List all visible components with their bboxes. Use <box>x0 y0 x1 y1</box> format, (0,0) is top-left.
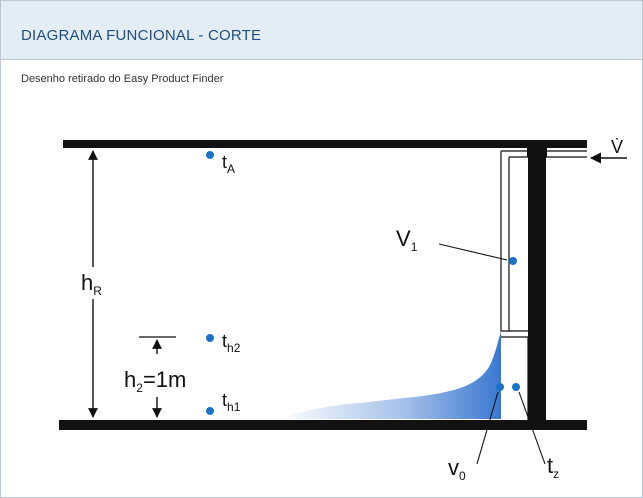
v0-label: v0 <box>448 455 466 483</box>
v1-marker <box>509 257 517 265</box>
duct-outline <box>500 151 528 332</box>
tz-leader <box>518 391 546 465</box>
v0-marker <box>496 383 504 391</box>
v1-leader <box>438 243 508 261</box>
outlet-box <box>501 336 529 420</box>
sensor-th2-marker <box>206 334 214 342</box>
sensor-th1-label: th1 <box>222 390 241 414</box>
tz-label: tz <box>547 453 559 481</box>
panel-header: DIAGRAMA FUNCIONAL - CORTE <box>1 1 642 60</box>
sensor-tA-label: tA <box>222 152 235 176</box>
v1-label: V1 <box>396 226 418 254</box>
tz-marker <box>512 383 520 391</box>
volume-flow-label: V̇ <box>611 137 623 157</box>
wall-cap <box>527 140 547 157</box>
supply-wall <box>528 148 546 420</box>
v0-leader <box>476 391 499 465</box>
panel-title: DIAGRAMA FUNCIONAL - CORTE <box>21 27 262 44</box>
sensor-th2-label: th2 <box>222 331 241 355</box>
diagram-caption: Desenho retirado do Easy Product Finder <box>21 73 224 85</box>
floor-slab <box>59 420 587 430</box>
ceiling-slab <box>63 140 587 148</box>
airflow-plume <box>280 331 501 419</box>
sensor-tA-marker <box>206 151 214 159</box>
h2-label: h2=1m <box>124 367 186 395</box>
sensor-th1-marker <box>206 407 214 415</box>
room-height-label-bg <box>79 267 109 299</box>
room-height-label: hR <box>81 270 102 298</box>
